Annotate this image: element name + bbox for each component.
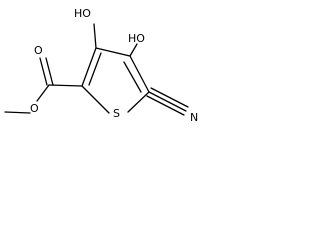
hydroxyl-label-left: HO (74, 7, 91, 20)
sulfur-label: S (113, 107, 120, 120)
thiophene-structure-diagram: HO HO O O S N (4, 7, 198, 124)
ring-bond-c3-c4 (95, 47, 131, 57)
ring-bond-c5-s (127, 91, 150, 113)
bond-nitrile-triple-c (146, 95, 185, 116)
bond-carbonyl-double-b (45, 57, 54, 86)
bond-carbonyl-carbon-ester-oxygen (36, 84, 50, 102)
hydroxyl-label-right: HO (128, 32, 145, 45)
bond-c3-hydroxyl (93, 23, 97, 49)
structure-canvas: HO HO O O S N (0, 0, 202, 153)
ring-bond-c4-c5 (129, 55, 150, 93)
bond-c4-hydroxyl (129, 43, 138, 57)
carbonyl-oxygen-label: O (34, 44, 43, 57)
ring-bond-s-c2 (81, 85, 110, 114)
ring-bond-c2-c3 (81, 47, 97, 87)
bond-nitrile-triple-b (150, 87, 189, 108)
ester-oxygen-label: O (30, 102, 39, 115)
ring-bond-c2-c3-inner (88, 52, 102, 86)
ring-bond-c4-c5-inner (123, 61, 142, 93)
bond-c2-carbonyl-carbon (48, 84, 83, 87)
bond-nitrile-triple-a (148, 91, 187, 112)
nitrogen-label: N (190, 111, 198, 124)
bond-carbonyl-double-a (39, 57, 48, 86)
bond-ester-oxygen-methyl (4, 111, 31, 114)
